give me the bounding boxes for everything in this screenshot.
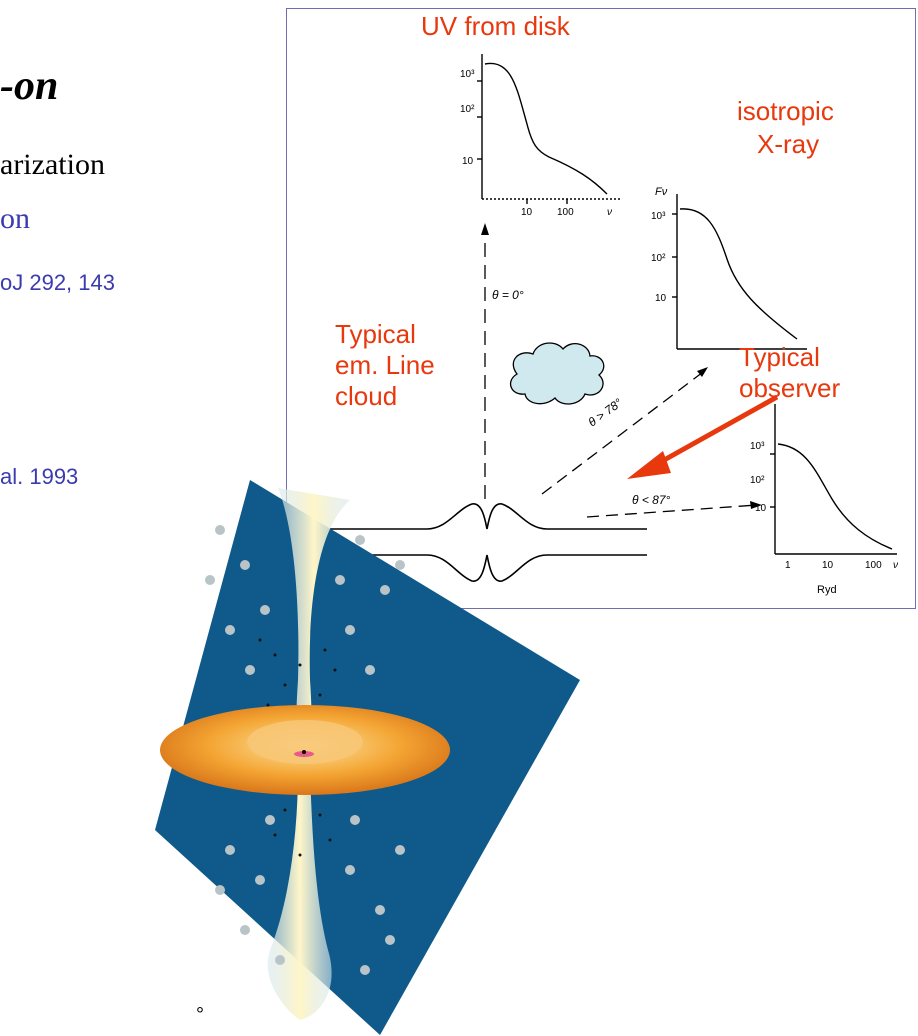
axis-theta-78 — [541, 368, 708, 495]
obs-tick-x100: 100 — [865, 560, 882, 571]
agn-illustration — [155, 480, 580, 1035]
uv-tick-nu: ν — [607, 207, 612, 218]
angle-78-label: θ > 78° — [586, 395, 625, 429]
angle-87-label: θ < 87° — [632, 493, 671, 507]
uv-tick-x100: 100 — [557, 207, 574, 218]
label-observer: observer — [739, 373, 841, 403]
text-line-polarization: arization — [0, 148, 105, 181]
observer-arrow — [627, 394, 779, 479]
xray-tick-100: 10² — [651, 253, 666, 264]
text-line-on: on — [0, 202, 30, 235]
xray-fnu-label: Fν — [655, 186, 668, 198]
slide-title: -on — [0, 63, 59, 109]
obs-tick-x10: 10 — [822, 560, 834, 571]
obs-tick-1000: 10³ — [750, 441, 765, 452]
diagram-panel: θ = 0° θ > 78° θ < 87° 10³ 10² 10 10 100… — [286, 8, 916, 609]
narrow-line-clouds — [205, 525, 405, 975]
uv-tick-x10: 10 — [521, 207, 533, 218]
axis-theta-87 — [586, 504, 758, 518]
spectrum-observer — [770, 404, 897, 555]
reference-1993: al. 1993 — [0, 464, 79, 489]
agn-jet — [278, 488, 350, 740]
label-typical-cloud: Typical — [335, 319, 416, 349]
reference-apj: oJ 292, 143 — [0, 270, 115, 295]
uv-tick-1000: 10³ — [460, 69, 475, 80]
axis-ryd-label: Ryd — [817, 584, 837, 596]
obs-tick-nu: ν — [893, 560, 898, 571]
diagram-svg: θ = 0° θ > 78° θ < 87° 10³ 10² 10 10 100… — [317, 54, 898, 596]
xray-tick-10: 10 — [655, 293, 667, 304]
bullet-mark: ° — [196, 1004, 204, 1026]
uv-tick-100: 10² — [460, 104, 475, 115]
spectrum-uv — [477, 54, 622, 204]
label-xray: X-ray — [757, 129, 820, 159]
emission-cloud — [509, 342, 605, 405]
accretion-disk-profile — [317, 503, 647, 582]
xray-tick-1000: 10³ — [651, 211, 666, 222]
spectrum-xray — [672, 194, 807, 350]
obs-tick-10: 10 — [755, 503, 767, 514]
uv-tick-10: 10 — [462, 156, 474, 167]
label-typical-observer: Typical — [739, 342, 820, 372]
label-uv-from-disk: UV from disk — [421, 11, 570, 41]
label-isotropic: isotropic — [737, 96, 834, 126]
label-cloud: cloud — [335, 381, 398, 411]
label-em-line: em. Line — [335, 350, 435, 380]
angle-0-label: θ = 0° — [492, 288, 524, 302]
obs-tick-x1: 1 — [785, 560, 791, 571]
obs-tick-100: 10² — [750, 475, 765, 486]
